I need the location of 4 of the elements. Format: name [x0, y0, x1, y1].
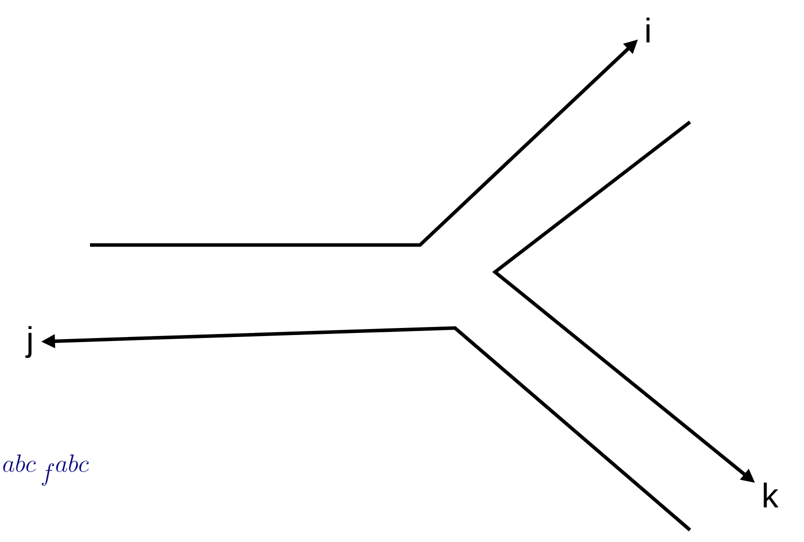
node-label: i: [646, 18, 650, 42]
node-label: j: [25, 326, 32, 358]
node-label: k: [764, 482, 779, 508]
formula: ${}^{abc}\,f^{abc}$: [3, 454, 89, 486]
